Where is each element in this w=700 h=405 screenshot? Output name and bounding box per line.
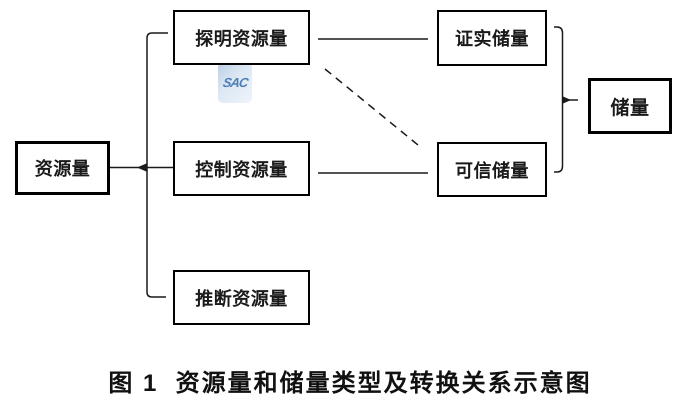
figure-caption: 图 1 资源量和储量类型及转换关系示意图 bbox=[108, 370, 592, 397]
node-reserves-label: 储量 bbox=[610, 97, 650, 119]
node-inferred-resources: 推断资源量 bbox=[173, 270, 310, 325]
connector-explored-to-probable-dashed bbox=[324, 68, 419, 146]
left-brace bbox=[146, 32, 168, 298]
sac-watermark-logo: SAC bbox=[218, 62, 252, 103]
node-controlled-resources: 控制资源量 bbox=[173, 141, 310, 196]
node-explored-resources: 探明资源量 bbox=[173, 10, 310, 65]
node-proved-reserves: 证实储量 bbox=[437, 10, 547, 66]
node-resources-label: 资源量 bbox=[34, 159, 91, 179]
node-explored-resources-label: 探明资源量 bbox=[195, 28, 288, 49]
node-inferred-resources-label: 推断资源量 bbox=[195, 288, 288, 309]
node-controlled-resources-label: 控制资源量 bbox=[195, 159, 288, 180]
node-probable-reserves: 可信储量 bbox=[437, 142, 547, 197]
right-brace-middle-tip bbox=[562, 96, 571, 104]
node-reserves: 储量 bbox=[588, 78, 672, 134]
node-probable-reserves-label: 可信储量 bbox=[455, 160, 529, 181]
node-proved-reserves-label: 证实储量 bbox=[455, 29, 529, 49]
right-brace bbox=[554, 26, 564, 173]
node-resources: 资源量 bbox=[15, 141, 110, 195]
